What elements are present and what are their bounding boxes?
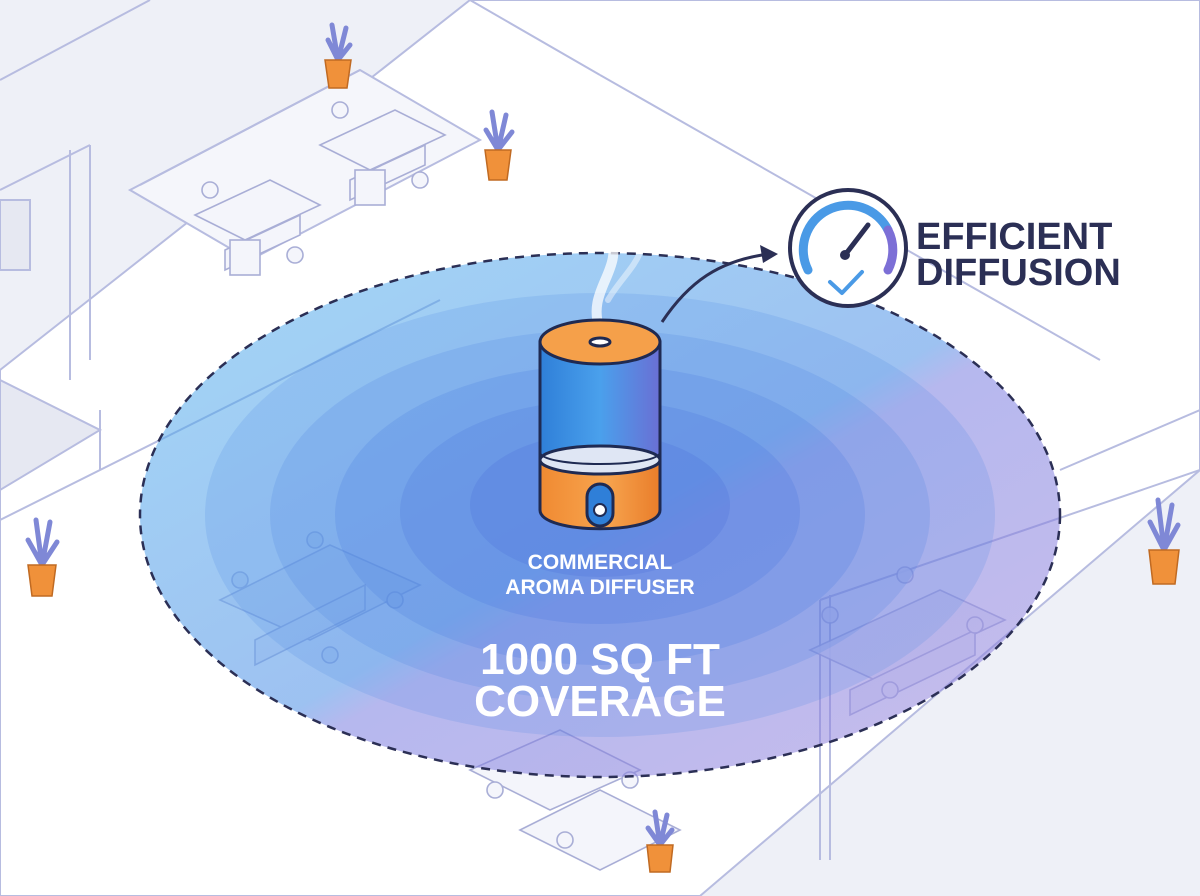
- product-label-line1: COMMERCIAL: [528, 551, 673, 574]
- plant-top-center: [324, 22, 353, 89]
- product-label-line2: AROMA DIFFUSER: [505, 576, 694, 599]
- desk-cluster-top-center: [318, 101, 447, 206]
- desk-cluster-top-left: [193, 179, 322, 276]
- feature-label-line2: DIFFUSION: [916, 252, 1121, 294]
- arrow-to-badge: [660, 253, 763, 323]
- coverage-label-line2: COVERAGE: [474, 677, 726, 726]
- plant-right: [1147, 497, 1181, 585]
- plant-bottom: [645, 809, 675, 873]
- coverage-boundary: [138, 251, 1062, 779]
- arrowhead: [760, 245, 778, 263]
- plant-left: [25, 517, 60, 597]
- mist-plume: [591, 127, 648, 335]
- coverage-label-line1: 1000 SQ FT: [480, 635, 720, 684]
- plant-top-right: [483, 109, 515, 181]
- feature-label-line1: EFFICIENT: [916, 216, 1112, 258]
- aroma-diffuser-icon: [538, 318, 662, 531]
- gauge-check-icon: [788, 188, 908, 308]
